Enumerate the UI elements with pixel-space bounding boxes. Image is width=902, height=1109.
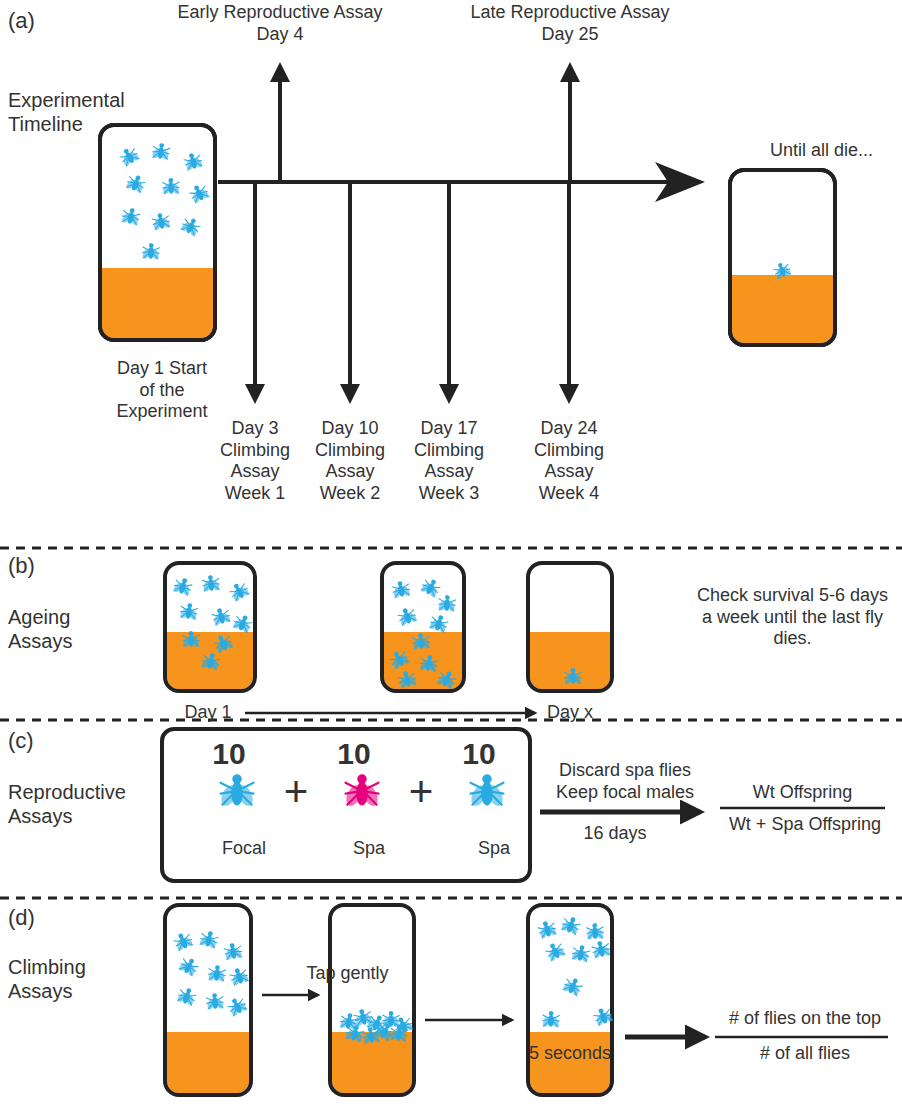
label: 16 days [570, 823, 660, 845]
label: Day 17 Climbing Assay Week 3 [404, 418, 494, 504]
box-text: 10 [319, 737, 389, 770]
box-text: Spa [464, 839, 524, 859]
box-text: Focal [209, 839, 279, 859]
label: Experimental Timeline [8, 88, 148, 136]
label: (a) [8, 8, 68, 34]
label: Day 10 Climbing Assay Week 2 [305, 418, 395, 504]
assay-box: 10Focal +10Spa +10Spa [160, 727, 532, 883]
label: # of all flies [712, 1043, 898, 1065]
label: (d) [8, 905, 68, 931]
label: Wt + Spa Offspring [720, 814, 890, 836]
label: Day x [535, 702, 605, 724]
box-text: + [401, 769, 441, 815]
label: Day 24 Climbing Assay Week 4 [524, 418, 614, 504]
label: Wt Offspring [720, 782, 885, 804]
label: Day 1 Start of the Experiment [107, 358, 217, 423]
label: Discard spa flies Keep focal males [545, 760, 705, 803]
label: Reproductive Assays [8, 780, 148, 828]
label: Climbing Assays [8, 955, 138, 1003]
box-text: 10 [444, 737, 514, 770]
label: Late Reproductive Assay Day 25 [455, 2, 685, 45]
label: Tap gently [300, 963, 395, 985]
label: Day 3 Climbing Assay Week 1 [210, 418, 300, 504]
label: 5 seconds [515, 1043, 625, 1065]
label: Ageing Assays [8, 605, 138, 653]
label: Until all die... [770, 140, 900, 162]
box-text: + [276, 769, 316, 815]
box-text: 10 [194, 737, 264, 770]
label: Early Reproductive Assay Day 4 [160, 2, 400, 45]
label: Day 1 [173, 702, 243, 724]
label: (c) [8, 728, 68, 754]
label: # of flies on the top [712, 1008, 898, 1030]
label: (b) [8, 553, 68, 579]
label: Check survival 5-6 days a week until the… [690, 585, 895, 650]
box-text: Spa [339, 839, 399, 859]
